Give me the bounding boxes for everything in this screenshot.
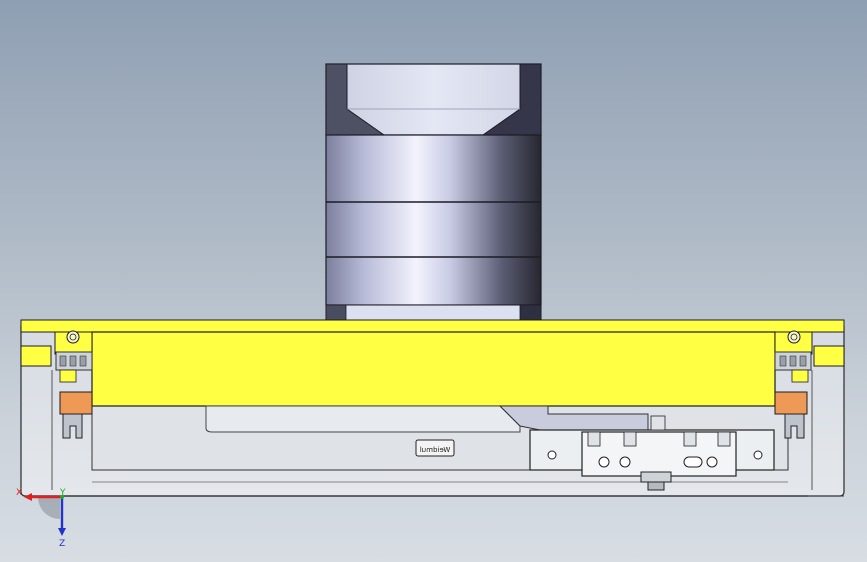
inner-rail	[205, 405, 521, 433]
adjust-screw-head[interactable]	[640, 471, 672, 483]
motor-flange[interactable]	[325, 304, 542, 321]
motor-flange-right-post	[519, 304, 542, 321]
motor-body[interactable]	[325, 134, 542, 306]
left-screw-hole-inner	[69, 333, 77, 341]
right-screw-hole[interactable]	[787, 330, 801, 344]
triad-x-label: X	[16, 488, 22, 498]
left-bearing-slot-2	[69, 355, 77, 367]
plate-hole-2	[619, 456, 631, 468]
yellow-right-tab	[813, 345, 845, 367]
label-plate-text: Weidmul	[420, 446, 450, 454]
guide-block[interactable]	[498, 405, 649, 431]
right-bearing-slot-1	[779, 355, 787, 367]
right-yellow-small	[791, 369, 809, 383]
yellow-left-tab	[20, 345, 52, 367]
plate-slot	[683, 456, 703, 468]
left-bearing-slot-1	[59, 355, 67, 367]
triad-z-label: Z	[59, 539, 65, 549]
triad-x-arrow-icon	[24, 493, 32, 501]
coordinate-triad: X Z Y	[16, 488, 66, 549]
yellow-plate[interactable]	[20, 319, 845, 407]
carriage-hole-left	[547, 450, 557, 460]
triad-y-label: Y	[59, 488, 66, 498]
slider-plate[interactable]	[581, 431, 737, 477]
motor-cap-left-bevel	[325, 63, 386, 136]
slider-tab-mid2	[683, 431, 697, 447]
slider-tab-mid	[623, 431, 637, 447]
right-hook	[784, 413, 805, 439]
right-bearing-slot-3	[799, 355, 807, 367]
right-screw-hole-inner	[790, 333, 798, 341]
triad-shadow	[38, 497, 60, 519]
lower-mechanism[interactable]	[205, 405, 775, 491]
slider-tab-left	[587, 431, 601, 447]
right-bearing-slot-2	[789, 355, 797, 367]
triad-origin	[60, 495, 64, 499]
motor[interactable]	[325, 63, 542, 321]
center-post	[650, 415, 666, 431]
slider-tab-right	[717, 431, 731, 447]
motor-flange-left-post	[325, 304, 347, 321]
left-hook	[62, 413, 83, 439]
yellow-main-block[interactable]	[91, 331, 776, 407]
adjust-screw-tip	[647, 481, 665, 491]
yellow-top-strip[interactable]	[20, 319, 845, 333]
label-plate[interactable]: Weidmul	[415, 439, 455, 457]
triad-z-arrow-icon	[58, 528, 66, 536]
plate-hole-1	[598, 456, 610, 468]
right-clamp[interactable]	[774, 351, 812, 439]
left-yellow-small	[59, 369, 77, 383]
left-bearing-slot-3	[79, 355, 87, 367]
left-clamp[interactable]	[55, 351, 93, 439]
left-screw-hole[interactable]	[66, 330, 80, 344]
plate-hole-3	[706, 456, 718, 468]
left-orange-pad[interactable]	[59, 391, 93, 415]
right-orange-pad[interactable]	[774, 391, 808, 415]
carriage-hole-right	[753, 450, 763, 460]
